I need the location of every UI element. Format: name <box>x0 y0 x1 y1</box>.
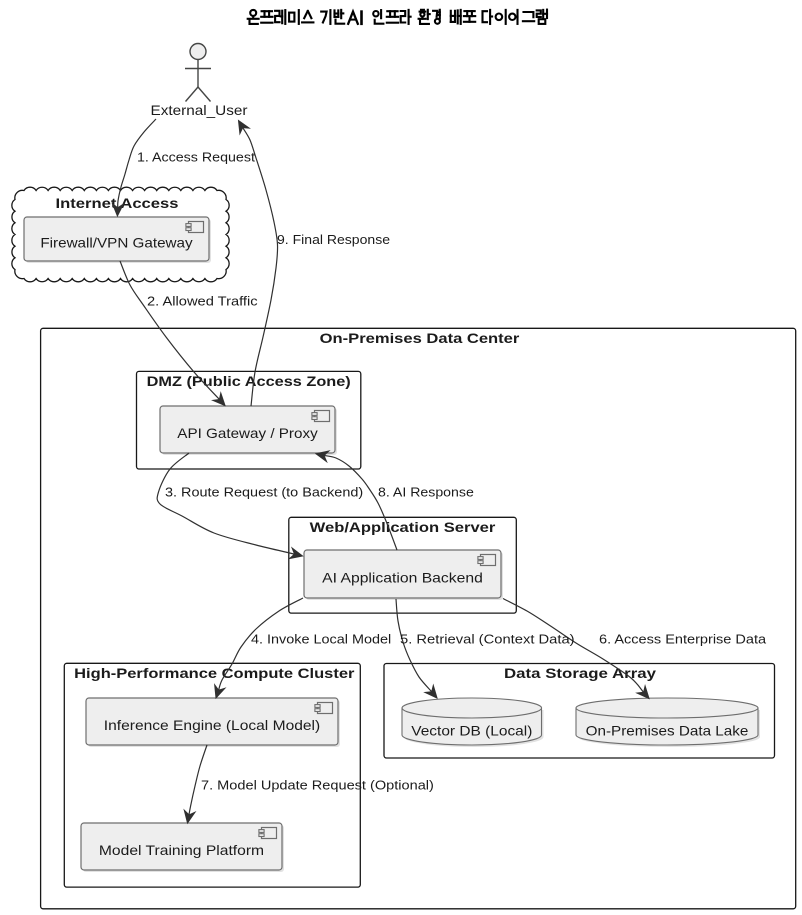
svg-text:2. Allowed Traffic: 2. Allowed Traffic <box>147 294 258 309</box>
svg-text:Firewall/VPN Gateway: Firewall/VPN Gateway <box>40 235 192 251</box>
svg-text:DMZ (Public Access Zone): DMZ (Public Access Zone) <box>147 373 351 389</box>
svg-text:Inference Engine (Local Model): Inference Engine (Local Model) <box>104 717 320 733</box>
svg-text:Internet Access: Internet Access <box>56 195 179 211</box>
svg-text:Model Training Platform: Model Training Platform <box>99 842 264 858</box>
svg-text:4. Invoke Local Model: 4. Invoke Local Model <box>251 632 391 647</box>
svg-text:Vector DB (Local): Vector DB (Local) <box>411 723 532 739</box>
svg-text:6. Access Enterprise Data: 6. Access Enterprise Data <box>599 632 767 647</box>
svg-text:On-Premises Data Center: On-Premises Data Center <box>320 330 520 346</box>
svg-text:External_User: External_User <box>151 102 248 118</box>
svg-text:1. Access Request: 1. Access Request <box>137 150 255 165</box>
svg-text:On-Premises Data Lake: On-Premises Data Lake <box>586 723 749 739</box>
svg-text:7. Model Update Request (Optio: 7. Model Update Request (Optional) <box>201 778 434 793</box>
svg-text:8. AI Response: 8. AI Response <box>378 485 474 500</box>
svg-text:5. Retrieval (Context Data): 5. Retrieval (Context Data) <box>400 632 575 647</box>
svg-text:Data Storage Array: Data Storage Array <box>504 665 656 681</box>
svg-text:Web/Application Server: Web/Application Server <box>310 519 496 535</box>
svg-text:High-Performance Compute Clust: High-Performance Compute Cluster <box>74 665 355 681</box>
svg-text:3. Route Request (to Backend): 3. Route Request (to Backend) <box>165 485 363 500</box>
svg-text:AI Application Backend: AI Application Backend <box>322 570 483 586</box>
svg-text:9. Final Response: 9. Final Response <box>277 232 390 247</box>
svg-text:API Gateway / Proxy: API Gateway / Proxy <box>177 425 317 441</box>
